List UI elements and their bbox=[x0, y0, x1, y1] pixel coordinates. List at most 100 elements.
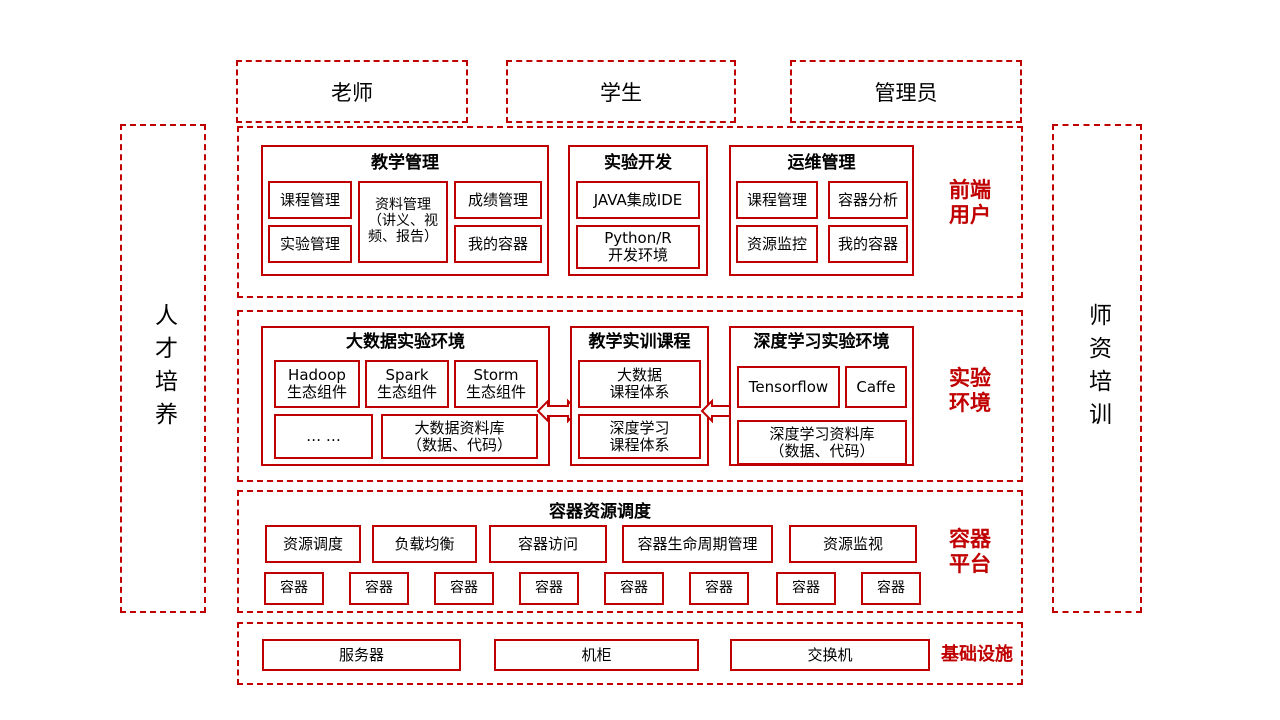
item-label: 深度学习 课程体系 bbox=[609, 418, 670, 454]
item-label: 交换机 bbox=[807, 645, 853, 664]
layer-label-infrastructure: 基础设施 bbox=[941, 644, 1013, 665]
group-title-training-courses: 教学实训课程 bbox=[588, 332, 691, 352]
item-grade-management[interactable]: 成绩管理 bbox=[454, 181, 542, 219]
item-java-ide[interactable]: JAVA集成IDE bbox=[576, 181, 700, 219]
item-spark[interactable]: Spark 生态组件 bbox=[365, 360, 449, 408]
item-label: Tensorflow bbox=[748, 377, 829, 396]
item-storm[interactable]: Storm 生态组件 bbox=[454, 360, 538, 408]
item-label: 资源监控 bbox=[746, 234, 807, 253]
container-instance[interactable]: 容器 bbox=[689, 572, 749, 605]
actor-box-administrator[interactable]: 管理员 bbox=[790, 60, 1022, 123]
actor-label-teacher: 老师 bbox=[331, 80, 373, 105]
item-label: Hadoop 生态组件 bbox=[286, 366, 347, 401]
container-instance[interactable]: 容器 bbox=[434, 572, 494, 605]
item-label: 实验管理 bbox=[279, 234, 340, 253]
service-resource-scheduling[interactable]: 资源调度 bbox=[265, 525, 361, 563]
item-resource-monitoring[interactable]: 资源监控 bbox=[736, 225, 818, 263]
container-instance[interactable]: 容器 bbox=[349, 572, 409, 605]
item-label: Python/R 开发环境 bbox=[604, 229, 672, 264]
item-label: Storm 生态组件 bbox=[465, 366, 526, 401]
item-bigdata-repository[interactable]: 大数据资料库 （数据、代码） bbox=[381, 414, 538, 459]
layer-label-line: 平台 bbox=[949, 551, 991, 576]
infra-server[interactable]: 服务器 bbox=[262, 639, 461, 671]
actor-box-teacher[interactable]: 老师 bbox=[236, 60, 468, 123]
infra-rack[interactable]: 机柜 bbox=[494, 639, 699, 671]
container-instance[interactable]: 容器 bbox=[861, 572, 921, 605]
infra-switch[interactable]: 交换机 bbox=[730, 639, 930, 671]
container-instance[interactable]: 容器 bbox=[604, 572, 664, 605]
item-label: 我的容器 bbox=[467, 234, 528, 253]
item-label: 容器分析 bbox=[837, 190, 898, 209]
item-label: 容器 bbox=[877, 579, 905, 596]
item-caffe[interactable]: Caffe bbox=[845, 366, 907, 408]
item-label: 容器访问 bbox=[517, 534, 578, 553]
service-container-lifecycle[interactable]: 容器生命周期管理 bbox=[622, 525, 773, 563]
item-label: JAVA集成IDE bbox=[593, 190, 683, 209]
side-panel-right bbox=[1052, 124, 1142, 613]
group-title-operations-management: 运维管理 bbox=[787, 153, 856, 173]
service-resource-monitor[interactable]: 资源监视 bbox=[789, 525, 917, 563]
item-label: 容器 bbox=[535, 579, 563, 596]
layer-label-container-platform: 容器 平台 bbox=[929, 527, 1011, 577]
item-label: 服务器 bbox=[338, 645, 384, 664]
item-hadoop[interactable]: Hadoop 生态组件 bbox=[274, 360, 360, 408]
item-label: 资源调度 bbox=[282, 534, 343, 553]
item-my-container-teaching[interactable]: 我的容器 bbox=[454, 225, 542, 263]
layer-label-lab-environment: 实验 环境 bbox=[929, 366, 1011, 416]
item-label: 资源监视 bbox=[822, 534, 883, 553]
item-my-container-ops[interactable]: 我的容器 bbox=[828, 225, 908, 263]
layer-label-line: 实验 bbox=[949, 366, 991, 390]
item-experiment-management[interactable]: 实验管理 bbox=[268, 225, 352, 263]
item-label: Spark 生态组件 bbox=[376, 366, 437, 401]
item-label: Caffe bbox=[856, 377, 896, 396]
item-label: 容器生命周期管理 bbox=[637, 534, 758, 553]
side-panel-right-label: 师资培训 bbox=[1084, 302, 1111, 435]
layer-lab-environment bbox=[237, 310, 1023, 482]
layer-label-frontend: 前端 用户 bbox=[929, 178, 1011, 228]
layer-container-platform bbox=[237, 490, 1023, 613]
item-python-r-env[interactable]: Python/R 开发环境 bbox=[576, 225, 700, 269]
group-title-experiment-development: 实验开发 bbox=[604, 153, 672, 173]
service-container-access[interactable]: 容器访问 bbox=[489, 525, 607, 563]
layer-infrastructure bbox=[237, 622, 1023, 685]
layer-label-line: 用户 bbox=[949, 202, 991, 227]
layer-label-line: 环境 bbox=[949, 390, 991, 415]
item-container-analysis[interactable]: 容器分析 bbox=[828, 181, 908, 219]
item-label: 容器 bbox=[280, 579, 308, 596]
item-label: 大数据 课程体系 bbox=[609, 366, 670, 401]
side-panel-left bbox=[120, 124, 206, 613]
item-label: 大数据资料库 （数据、代码） bbox=[406, 418, 512, 454]
actor-box-student[interactable]: 学生 bbox=[506, 60, 736, 123]
item-label: 负载均衡 bbox=[394, 534, 455, 553]
item-course-management[interactable]: 课程管理 bbox=[268, 181, 352, 219]
item-course-management-ops[interactable]: 课程管理 bbox=[736, 181, 818, 219]
container-instance[interactable]: 容器 bbox=[776, 572, 836, 605]
item-label: 课程管理 bbox=[746, 190, 807, 209]
service-load-balancing[interactable]: 负载均衡 bbox=[372, 525, 477, 563]
side-panel-left-label: 人才培养 bbox=[150, 302, 177, 435]
item-deeplearning-curriculum[interactable]: 深度学习 课程体系 bbox=[578, 414, 701, 459]
group-title-deeplearning-lab: 深度学习实验环境 bbox=[753, 332, 890, 352]
item-bigdata-curriculum[interactable]: 大数据 课程体系 bbox=[578, 360, 701, 408]
layer-label-line: 前端 bbox=[949, 178, 991, 202]
actor-label-student: 学生 bbox=[600, 80, 642, 105]
item-material-management[interactable]: 资料管理 （讲义、视频、报告） bbox=[358, 181, 448, 263]
container-instance[interactable]: 容器 bbox=[264, 572, 324, 605]
item-label: 容器 bbox=[620, 579, 648, 596]
item-deeplearning-repository[interactable]: 深度学习资料库 （数据、代码） bbox=[737, 420, 907, 465]
group-title-bigdata-lab: 大数据实验环境 bbox=[346, 332, 465, 352]
item-label: 课程管理 bbox=[279, 190, 340, 209]
item-label: 机柜 bbox=[581, 645, 612, 664]
actor-label-administrator: 管理员 bbox=[874, 80, 938, 105]
group-title-container-scheduling: 容器资源调度 bbox=[549, 502, 651, 522]
item-label: … … bbox=[306, 427, 341, 446]
layer-frontend bbox=[237, 126, 1023, 298]
item-ellipsis: … … bbox=[274, 414, 373, 459]
item-tensorflow[interactable]: Tensorflow bbox=[737, 366, 840, 408]
item-label: 容器 bbox=[705, 579, 733, 596]
item-label: 容器 bbox=[450, 579, 478, 596]
layer-label-line: 容器 bbox=[949, 527, 991, 551]
item-label: 资料管理 （讲义、视频、报告） bbox=[368, 197, 438, 245]
container-instance[interactable]: 容器 bbox=[519, 572, 579, 605]
